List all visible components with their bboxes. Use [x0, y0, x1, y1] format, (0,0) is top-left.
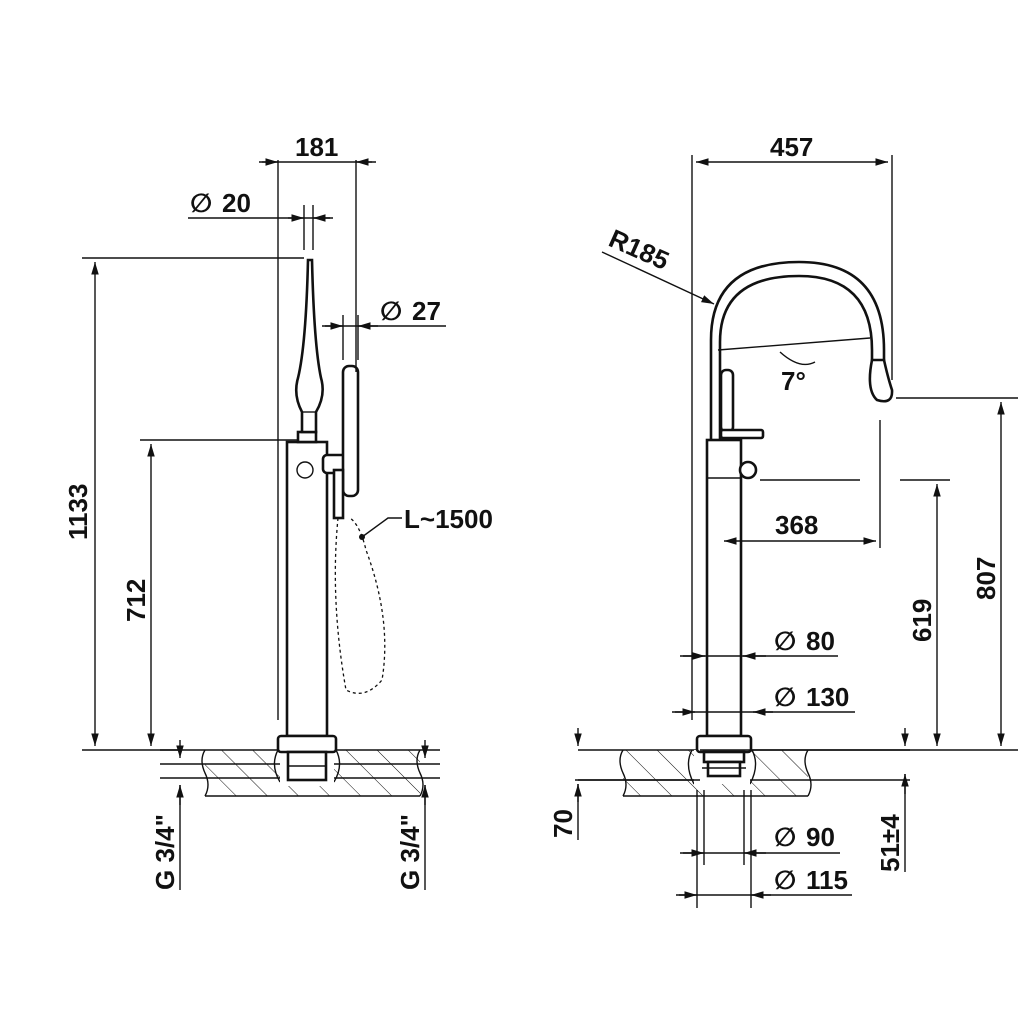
side-view: 457 R185 7° 368 ∅ 80 ∅ 130 619 807 70 — [548, 132, 1018, 908]
dim-1133: 1133 — [63, 484, 93, 540]
diameter-symbol: ∅ — [190, 188, 212, 218]
dim-457: 457 — [770, 132, 813, 162]
dim-181: 181 — [295, 132, 338, 162]
side-column — [695, 438, 758, 778]
diameter-symbol: ∅ — [774, 682, 796, 712]
dim-368: 368 — [775, 510, 818, 540]
front-hose — [334, 517, 386, 694]
dim-dia-80: 80 — [806, 626, 835, 656]
front-column — [276, 430, 338, 782]
front-lever — [294, 258, 324, 434]
dim-dia-27: 27 — [412, 296, 441, 326]
side-spout — [709, 260, 894, 440]
hose-length-label: L~1500 — [404, 504, 493, 534]
dim-dia-20: 20 — [222, 188, 251, 218]
thread-left-label: G 3/4" — [150, 814, 180, 890]
radius-label: R185 — [605, 223, 674, 276]
thread-right-label: G 3/4" — [395, 814, 425, 890]
dim-70: 70 — [548, 809, 578, 838]
dim-807: 807 — [971, 557, 1001, 600]
angle-label: 7° — [781, 366, 806, 396]
diameter-symbol: ∅ — [774, 822, 796, 852]
dim-dia-130: 130 — [806, 682, 849, 712]
diameter-symbol: ∅ — [380, 296, 402, 326]
dim-51-tolerance: 51±4 — [875, 814, 905, 872]
diameter-symbol: ∅ — [774, 626, 796, 656]
dim-dia-115: 115 — [806, 865, 848, 895]
diameter-symbol: ∅ — [774, 865, 796, 895]
dim-712: 712 — [121, 579, 151, 622]
dim-619: 619 — [907, 599, 937, 642]
dim-dia-90: 90 — [806, 822, 835, 852]
front-hand-shower — [321, 364, 360, 520]
front-view: 181 ∅ 20 ∅ 27 1133 712 L~1500 G 3/4" G 3… — [63, 132, 493, 890]
